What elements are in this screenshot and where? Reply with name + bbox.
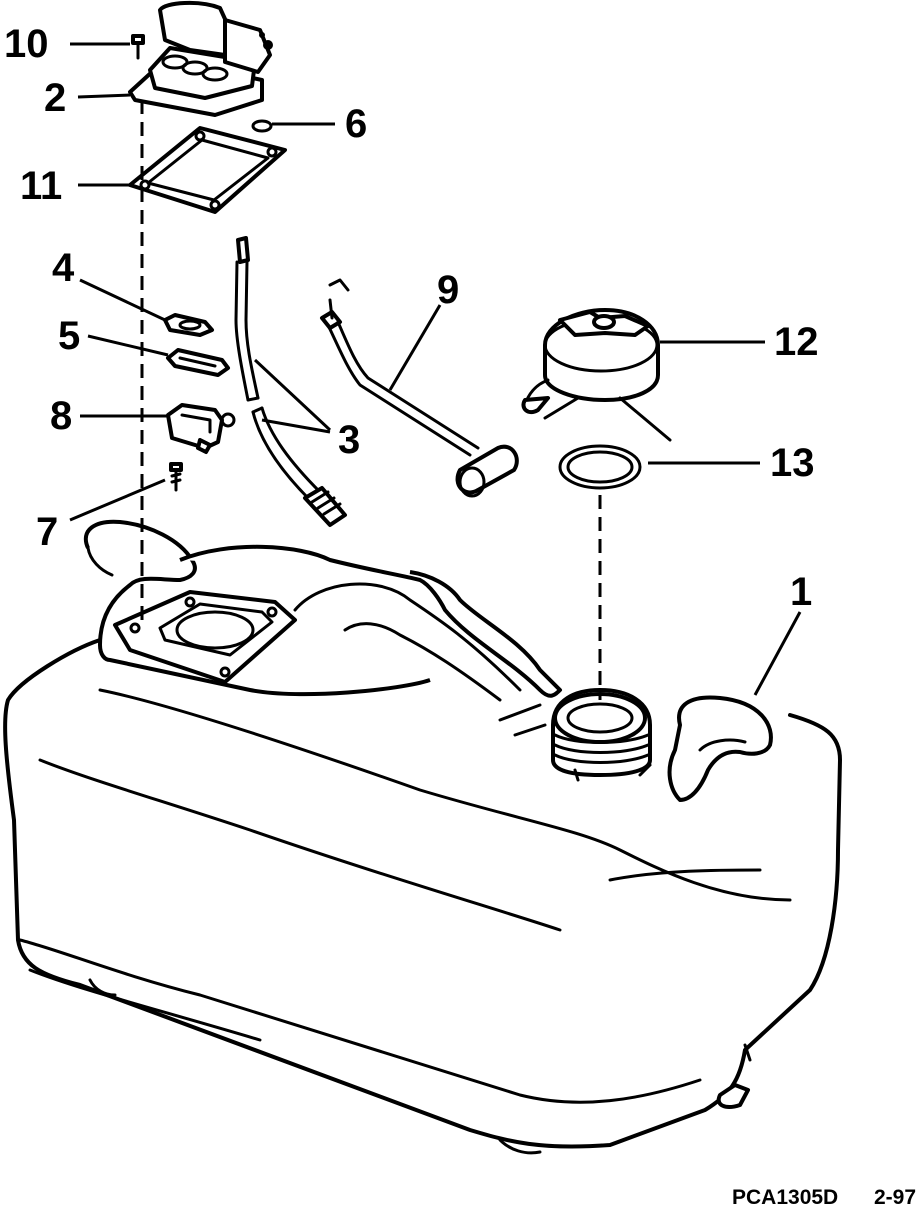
pickup-hose-3 [234,236,347,527]
figure-code: PCA1305D [732,1186,839,1209]
callout-1: 1 [790,570,813,614]
callout-5: 5 [58,314,81,358]
sender-head [128,0,273,117]
callout-6: 6 [345,102,368,146]
callout-8: 8 [50,394,73,438]
callout-12: 12 [774,320,819,364]
float-arm-9 [320,278,519,498]
leader-3b [261,418,331,434]
filler-neck [551,688,652,777]
leader-9 [388,304,442,391]
leader-1 [753,611,802,696]
callout-2: 2 [44,76,67,120]
gasket-11 [128,126,287,214]
screw-7 [169,462,183,492]
figure-date: 2-97 [874,1186,917,1209]
callout-10: 10 [4,22,49,66]
retainer-4 [163,313,214,337]
leader-5 [87,334,169,357]
clip-8 [166,403,236,454]
callout-4: 4 [52,246,75,290]
o-ring-6 [251,119,273,133]
callout-13: 13 [770,441,815,485]
seal-5 [166,348,230,377]
leader-2 [77,93,131,99]
fuel-tank [3,519,842,1155]
screw-10 [131,34,145,60]
leader-3a [253,358,332,432]
leader-4 [79,278,166,322]
leader-7 [69,478,166,522]
callout-9: 9 [437,268,460,312]
filler-cap-12 [521,308,672,442]
callout-3: 3 [338,418,361,462]
gasket-ring-13 [558,444,642,490]
callout-7: 7 [36,510,59,554]
callout-11: 11 [20,164,63,208]
